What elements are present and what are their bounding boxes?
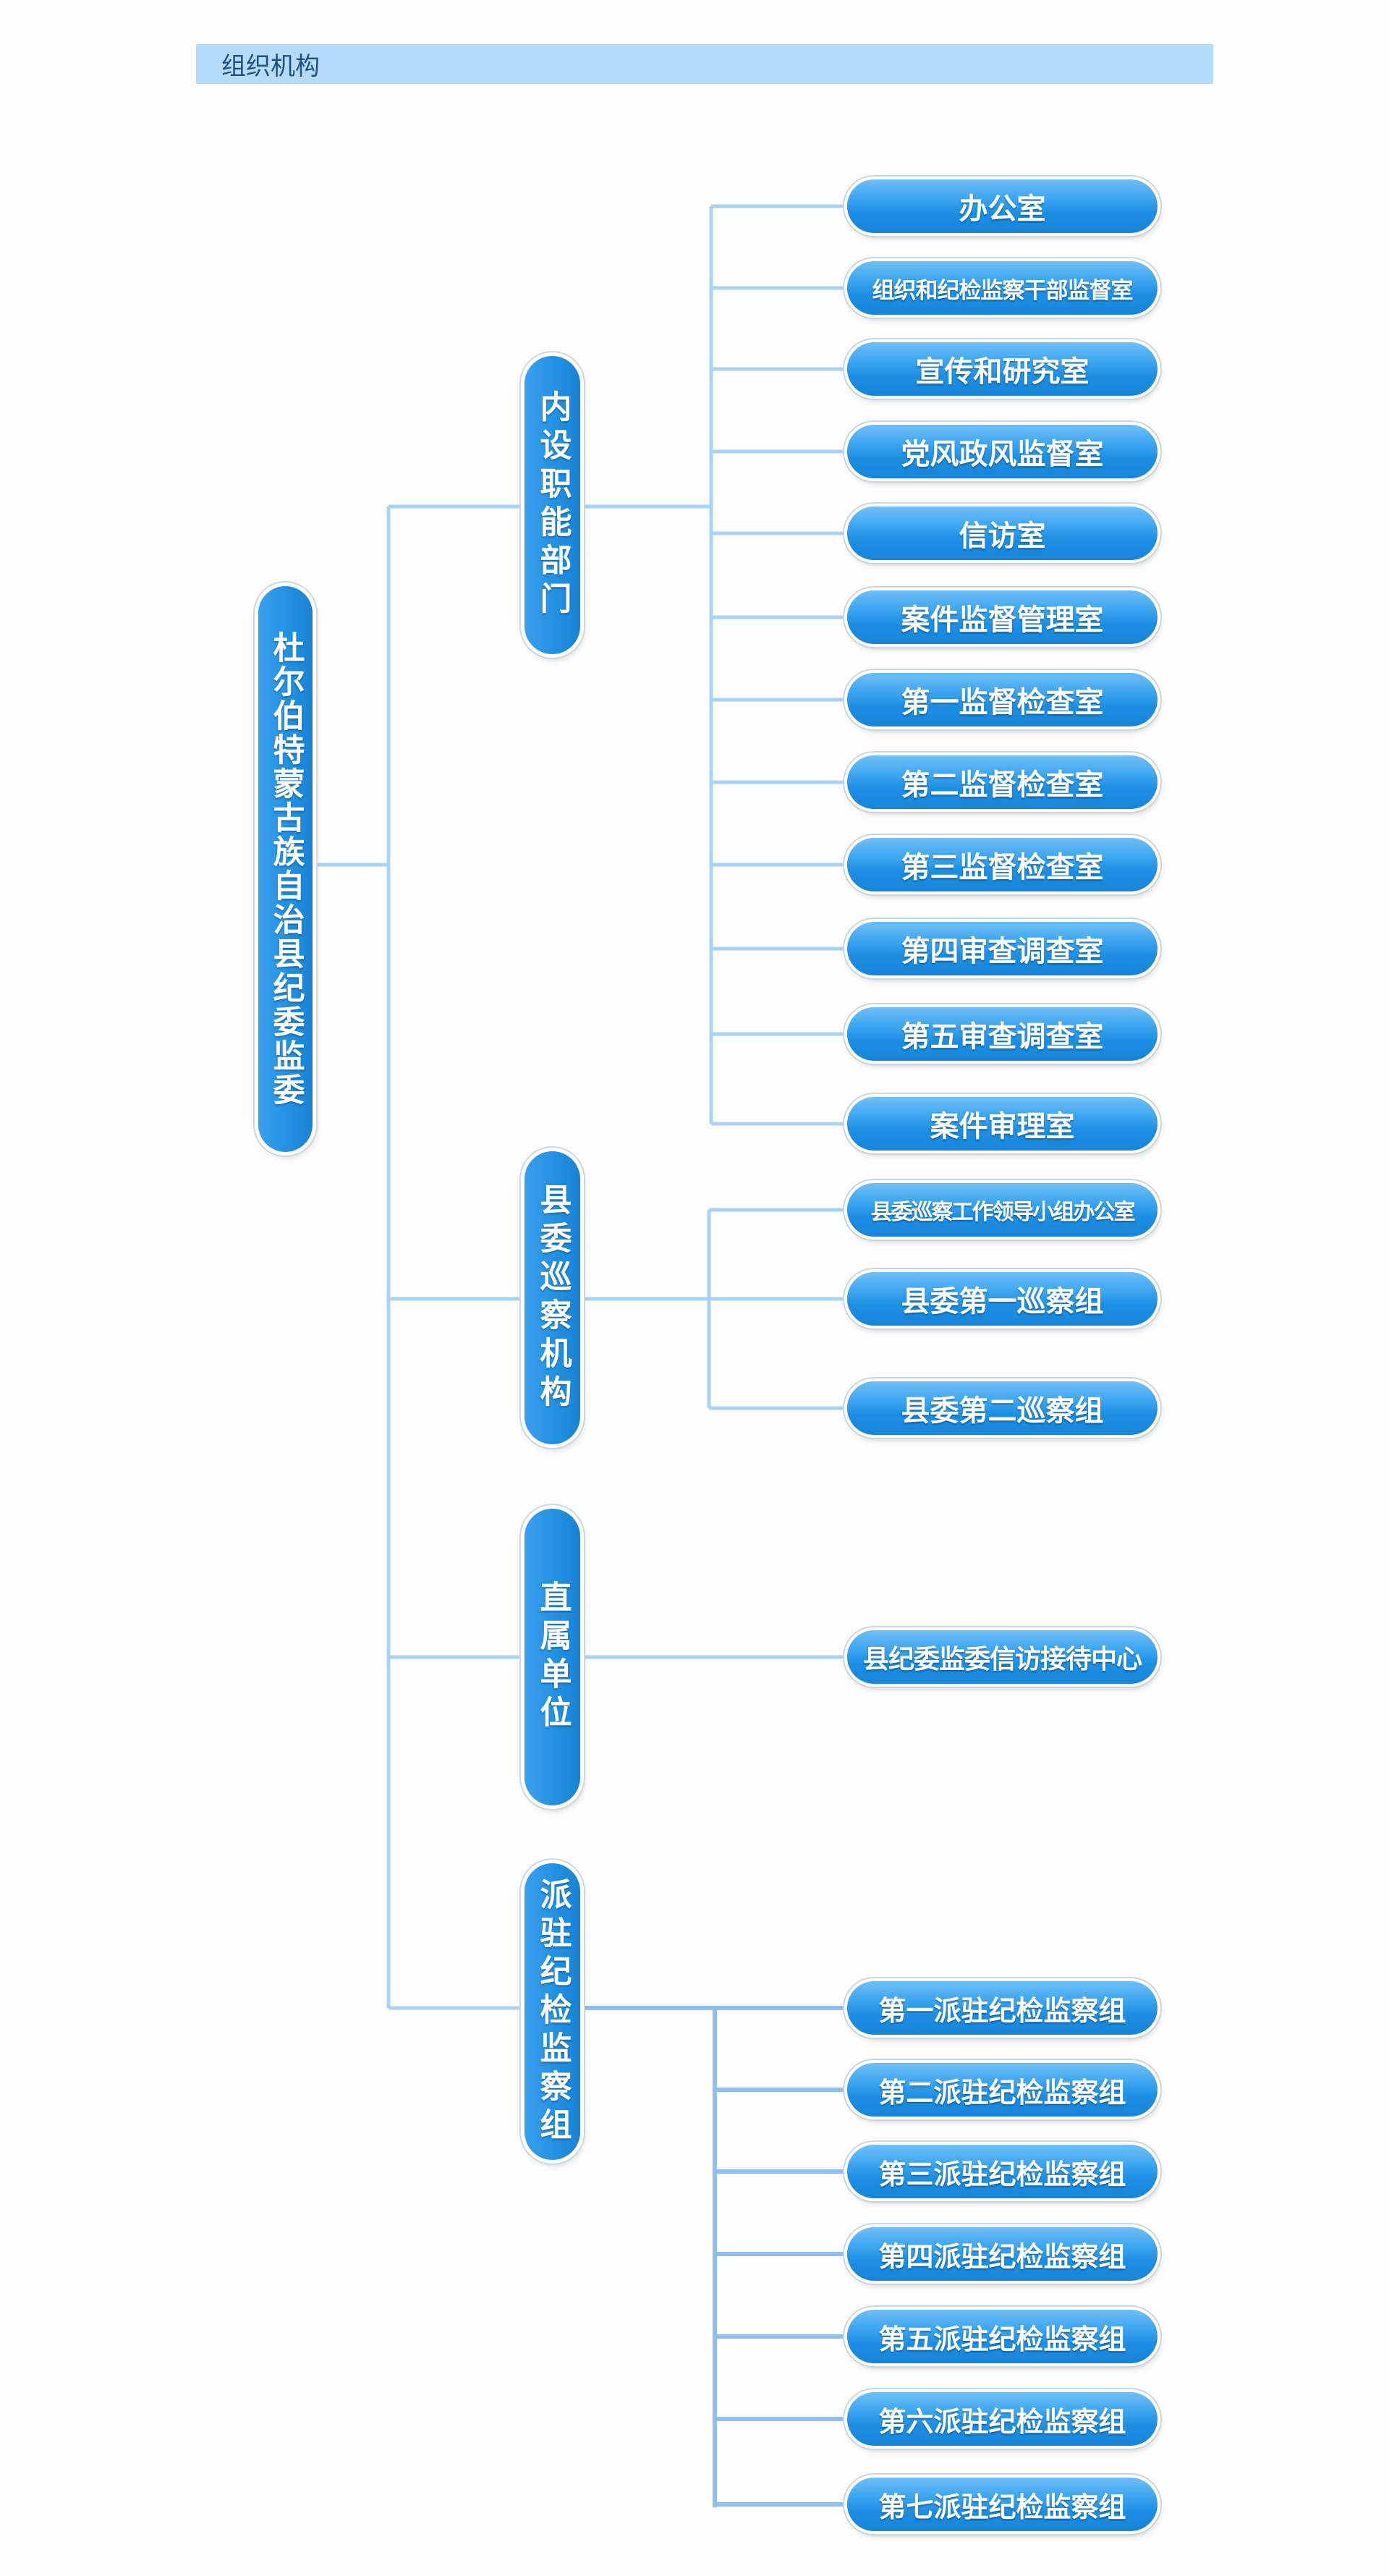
section-header-title: 组织机构 [221,52,320,81]
node-dispatched-group-3: 第三派驻纪检监察组 [847,2145,1158,2198]
section-label: 内设职能部门 [534,390,572,620]
node-inspection-room-1: 第一监督检查室 [847,673,1158,726]
section-label: 直属单位 [534,1580,572,1734]
node-inspection-leading-office: 县委巡察工作领导小组办公室 [847,1183,1158,1237]
section-label: 派驻纪检监察组 [534,1877,572,2146]
root-node-label: 杜尔伯特蒙古族自治县纪委监委 [267,631,305,1107]
node-publicity-research: 宣传和研究室 [847,342,1158,396]
node-dispatched-group-6: 第六派驻纪检监察组 [847,2392,1158,2446]
node-case-trial: 案件审理室 [847,1097,1158,1151]
node-petition-reception-center: 县纪委监委信访接待中心 [847,1630,1158,1684]
section-label: 县委巡察机构 [534,1182,572,1413]
node-petition-office: 信访室 [847,507,1158,560]
node-dispatched-group-2: 第二派驻纪检监察组 [847,2063,1158,2117]
node-dispatched-group-7: 第七派驻纪检监察组 [847,2478,1158,2531]
section-node-direct-units: 直属单位 [524,1509,580,1805]
node-case-management: 案件监督管理室 [847,590,1158,644]
node-inspection-group-2: 县委第二巡察组 [847,1381,1158,1435]
node-office: 办公室 [847,179,1158,233]
section-node-internal: 内设职能部门 [524,356,580,654]
root-node: 杜尔伯特蒙古族自治县纪委监委 [258,586,313,1152]
node-dispatched-group-1: 第一派驻纪检监察组 [847,1981,1158,2035]
section-header: 组织机构 [196,44,1213,84]
node-inspection-room-3: 第三监督检查室 [847,838,1158,891]
node-inspection-group-1: 县委第一巡察组 [847,1272,1158,1326]
section-node-dispatched: 派驻纪检监察组 [524,1863,580,2160]
node-dispatched-group-4: 第四派驻纪检监察组 [847,2227,1158,2281]
node-investigation-room-4: 第四审查调查室 [847,922,1158,975]
node-dispatched-group-5: 第五派驻纪检监察组 [847,2310,1158,2363]
section-node-inspection: 县委巡察机构 [524,1151,580,1444]
node-investigation-room-5: 第五审查调查室 [847,1007,1158,1061]
node-conduct-supervision: 党风政风监督室 [847,425,1158,478]
node-inspection-room-2: 第二监督检查室 [847,755,1158,809]
node-cadre-supervision: 组织和纪检监察干部监督室 [847,261,1158,315]
